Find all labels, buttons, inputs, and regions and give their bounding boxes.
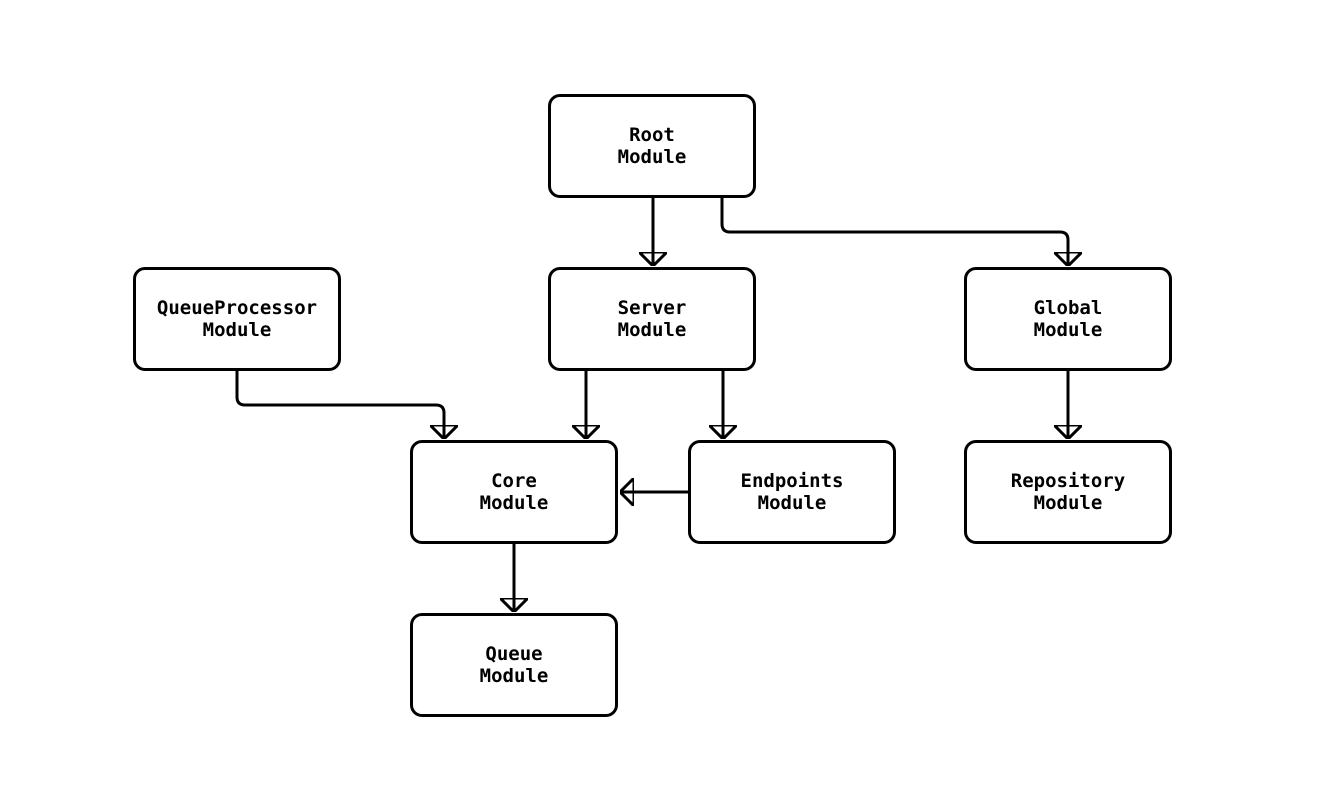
node-endpoints-module: Endpoints Module: [688, 440, 896, 544]
node-label-line: Module: [617, 319, 687, 341]
node-queue-module: Queue Module: [410, 613, 618, 717]
node-label-line: Endpoints: [740, 470, 844, 492]
node-label-line: Module: [479, 492, 549, 514]
node-queueprocessor-module: QueueProcessor Module: [133, 267, 341, 371]
node-label-line: Module: [1033, 492, 1103, 514]
node-label-line: QueueProcessor: [156, 297, 318, 319]
node-label-line: Root: [629, 124, 675, 146]
node-server-module: Server Module: [548, 267, 756, 371]
node-label-line: Core: [491, 470, 537, 492]
edge-queueprocessor-to-core: [235, 371, 444, 438]
node-label-line: Module: [202, 319, 272, 341]
edge-root-to-global: [720, 198, 1068, 265]
node-label-line: Server: [617, 297, 687, 319]
node-repository-module: Repository Module: [964, 440, 1172, 544]
node-label-line: Module: [757, 492, 827, 514]
node-label-line: Repository: [1010, 470, 1126, 492]
node-label-line: Queue: [485, 643, 543, 665]
node-global-module: Global Module: [964, 267, 1172, 371]
node-label-line: Global: [1033, 297, 1103, 319]
node-label-line: Module: [617, 146, 687, 168]
node-label-line: Module: [1033, 319, 1103, 341]
node-root-module: Root Module: [548, 94, 756, 198]
node-label-line: Module: [479, 665, 549, 687]
node-core-module: Core Module: [410, 440, 618, 544]
